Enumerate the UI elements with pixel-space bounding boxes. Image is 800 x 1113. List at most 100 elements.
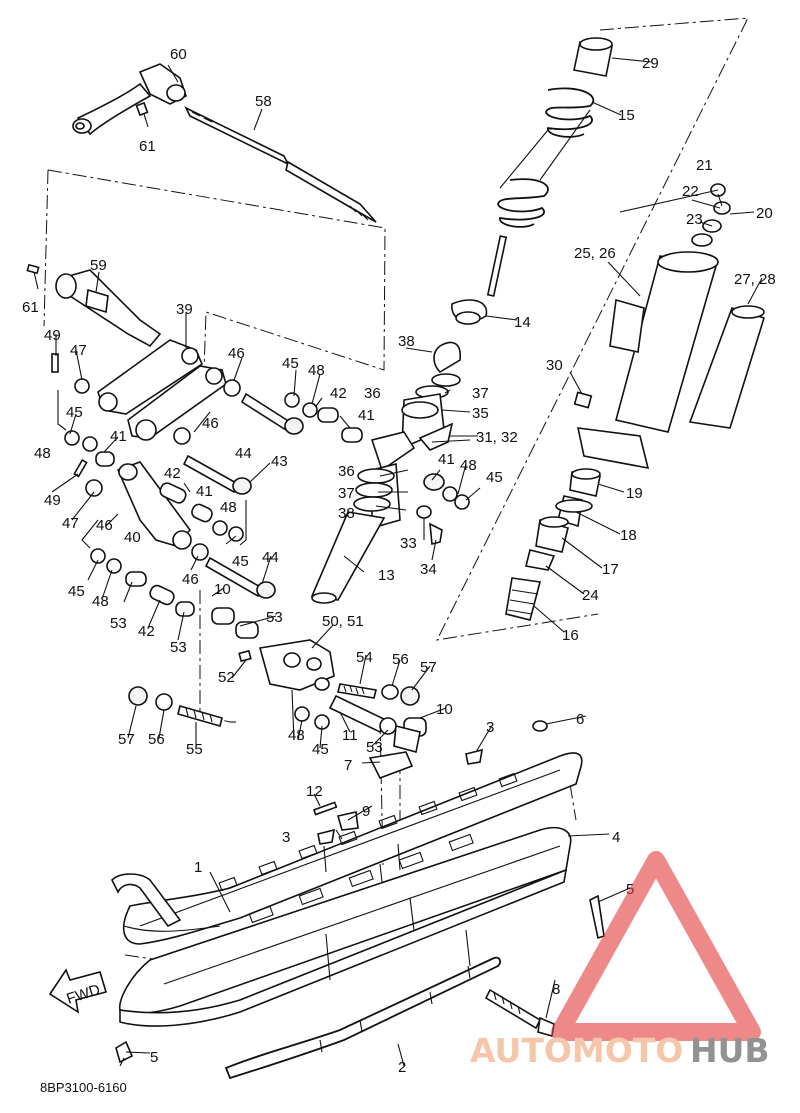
callout-53: 53	[266, 609, 283, 626]
callout-36: 36	[338, 463, 355, 480]
callout-46: 46	[96, 517, 113, 534]
callout-39: 39	[176, 301, 193, 318]
callout-8: 8	[552, 981, 560, 998]
callout-16: 16	[562, 627, 579, 644]
callout-41: 41	[358, 407, 375, 424]
callout-11: 11	[342, 727, 358, 744]
callout-17: 17	[602, 561, 619, 578]
callout-49: 49	[44, 327, 61, 344]
callout-53: 53	[170, 639, 187, 656]
callout-25-26: 25, 26	[574, 245, 616, 262]
callout-41: 41	[110, 428, 127, 445]
callout-56: 56	[148, 731, 165, 748]
callout-6: 6	[576, 711, 584, 728]
callout-3: 3	[486, 719, 494, 736]
callout-42: 42	[330, 385, 347, 402]
callout-56: 56	[392, 651, 409, 668]
callout-52: 52	[218, 669, 235, 686]
callout-58: 58	[255, 93, 272, 110]
callout-50-51: 50, 51	[322, 613, 364, 630]
callout-61: 61	[139, 138, 156, 155]
callout-45: 45	[66, 404, 83, 421]
callout-45: 45	[282, 355, 299, 372]
callout-38: 38	[338, 505, 355, 522]
watermark: AUTOMOTO HUB	[470, 851, 770, 1070]
callout-4: 4	[612, 829, 620, 846]
callout-1: 1	[194, 859, 202, 876]
fwd-arrow: FWD	[48, 968, 108, 1014]
callout-7: 7	[344, 757, 352, 774]
callout-29: 29	[642, 55, 659, 72]
strut-assembly	[310, 37, 613, 604]
callout-53: 53	[110, 615, 127, 632]
steering-linkage	[26, 63, 377, 348]
callout-12: 12	[306, 783, 323, 800]
callout-34: 34	[420, 561, 437, 578]
callout-23: 23	[686, 211, 703, 228]
ski-slots	[218, 772, 518, 924]
callout-48: 48	[308, 362, 325, 379]
watermark-text-part2: HUB	[690, 1031, 770, 1070]
callout-42: 42	[164, 465, 181, 482]
callout-61: 61	[22, 299, 39, 316]
callout-36: 36	[364, 385, 381, 402]
leader-lines	[33, 57, 763, 1067]
callout-45: 45	[486, 469, 503, 486]
callout-42: 42	[138, 623, 155, 640]
damper-assembly	[505, 183, 765, 621]
callout-3: 3	[282, 829, 290, 846]
watermark-logo-icon	[551, 851, 761, 1041]
callout-55: 55	[186, 741, 203, 758]
callout-19: 19	[626, 485, 643, 502]
callout-35: 35	[472, 405, 489, 422]
callout-37: 37	[472, 385, 489, 402]
callout-44: 44	[262, 549, 279, 566]
callout-20: 20	[756, 205, 773, 222]
callout-47: 47	[70, 342, 87, 359]
diagram-code: 8BP3100-6160	[40, 1080, 127, 1095]
watermark-text-part1: AUTOMOTO	[470, 1031, 683, 1070]
callout-30: 30	[546, 357, 563, 374]
callout-48: 48	[288, 727, 305, 744]
callout-2: 2	[398, 1059, 406, 1076]
callout-44: 44	[235, 445, 252, 462]
callout-37: 37	[338, 485, 355, 502]
callout-24: 24	[582, 587, 599, 604]
callout-13: 13	[378, 567, 395, 584]
callout-41: 41	[196, 483, 213, 500]
callout-40: 40	[124, 529, 141, 546]
callout-labels: 60 61 58 59 61 39 49 47 46 45 48 42 41 4…	[22, 46, 776, 1095]
callout-46: 46	[202, 415, 219, 432]
callout-27-28: 27, 28	[734, 271, 776, 288]
callout-59: 59	[90, 257, 107, 274]
callout-48: 48	[460, 457, 477, 474]
callout-45: 45	[68, 583, 85, 600]
ski-assembly	[111, 720, 605, 1080]
callout-54: 54	[356, 649, 373, 666]
callout-60: 60	[170, 46, 187, 63]
callout-46: 46	[228, 345, 245, 362]
callout-18: 18	[620, 527, 637, 544]
callout-48: 48	[220, 499, 237, 516]
callout-41: 41	[438, 451, 455, 468]
callout-47: 47	[62, 515, 79, 532]
callout-31-32: 31, 32	[476, 429, 518, 446]
callout-48: 48	[34, 445, 51, 462]
callout-22: 22	[682, 183, 699, 200]
callout-45: 45	[312, 741, 329, 758]
callout-48: 48	[92, 593, 109, 610]
callout-14: 14	[514, 314, 531, 331]
callout-10: 10	[436, 701, 453, 718]
callout-15: 15	[618, 107, 635, 124]
callout-9: 9	[362, 803, 370, 820]
link-assembly	[51, 339, 363, 617]
lower-linkage	[128, 607, 427, 780]
callout-53: 53	[366, 739, 383, 756]
callout-43: 43	[271, 453, 288, 470]
callout-57: 57	[420, 659, 437, 676]
callout-45: 45	[232, 553, 249, 570]
callout-5: 5	[150, 1049, 158, 1066]
callout-21: 21	[696, 157, 713, 174]
callout-57: 57	[118, 731, 135, 748]
